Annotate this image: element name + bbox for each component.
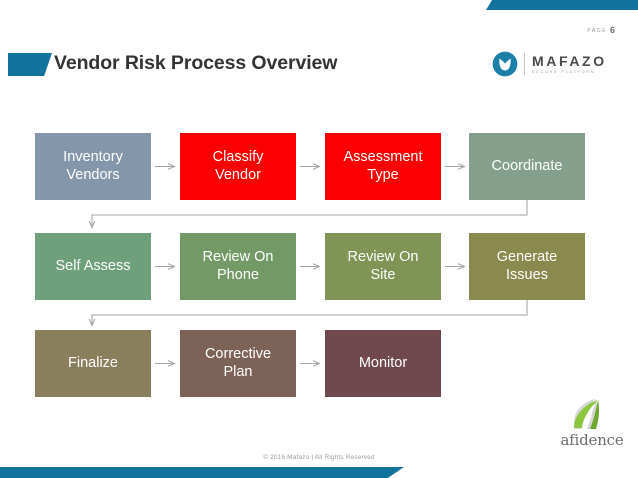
title-accent-shape (8, 53, 52, 76)
page-title: Vendor Risk Process Overview (54, 52, 338, 74)
flow-node-assessment-type[interactable]: Assessment Type (325, 133, 441, 200)
top-accent-bar (486, 0, 638, 10)
flow-node-finalize[interactable]: Finalize (35, 330, 151, 397)
flow-node-label: Inventory Vendors (63, 149, 123, 183)
flow-node-label: Assessment Type (343, 149, 423, 183)
flow-node-self-assess[interactable]: Self Assess (35, 233, 151, 300)
flow-node-review-on-site[interactable]: Review On Site (325, 233, 441, 300)
page-number-value: 6 (609, 25, 615, 35)
flow-node-monitor[interactable]: Monitor (325, 330, 441, 397)
flow-node-classify-vendor[interactable]: Classify Vendor (180, 133, 296, 200)
flow-node-label: Generate Issues (496, 249, 558, 283)
mafazo-name: MAFAZO (532, 52, 607, 69)
mafazo-tagline: SECURE PLATFORM (532, 69, 596, 74)
flow-node-label: Coordinate (491, 157, 563, 174)
flow-node-label: Classify Vendor (212, 149, 264, 183)
logo-divider (524, 53, 525, 75)
bottom-accent-bar (0, 467, 404, 478)
afidence-swoosh-icon (574, 399, 600, 429)
afidence-wordmark: afidence (560, 431, 624, 449)
flow-node-label: Review On Phone (202, 249, 274, 283)
flow-node-label: Self Assess (55, 257, 131, 274)
flow-node-inventory-vendors[interactable]: Inventory Vendors (35, 133, 151, 200)
flow-node-review-on-phone[interactable]: Review On Phone (180, 233, 296, 300)
flow-node-label: Monitor (358, 354, 408, 371)
flow-node-label: Review On Site (347, 249, 419, 283)
flow-node-coordinate[interactable]: Coordinate (469, 133, 585, 200)
flow-node-label: Finalize (68, 354, 118, 371)
footer-copyright: © 2016 Mafazo | All Rights Reserved (263, 454, 375, 461)
flow-node-corrective-plan[interactable]: Corrective Plan (180, 330, 296, 397)
mafazo-circle-icon (492, 51, 518, 77)
page-number: PAGE 6 (587, 25, 615, 35)
flow-node-generate-issues[interactable]: Generate Issues (469, 233, 585, 300)
afidence-logo: afidence (551, 398, 633, 448)
mafazo-logo: MAFAZO SECURE PLATFORM (492, 49, 607, 79)
mafazo-wordmark: MAFAZO SECURE PLATFORM (532, 54, 607, 75)
flow-node-label: Corrective Plan (204, 346, 272, 380)
page-number-label: PAGE (587, 28, 607, 34)
